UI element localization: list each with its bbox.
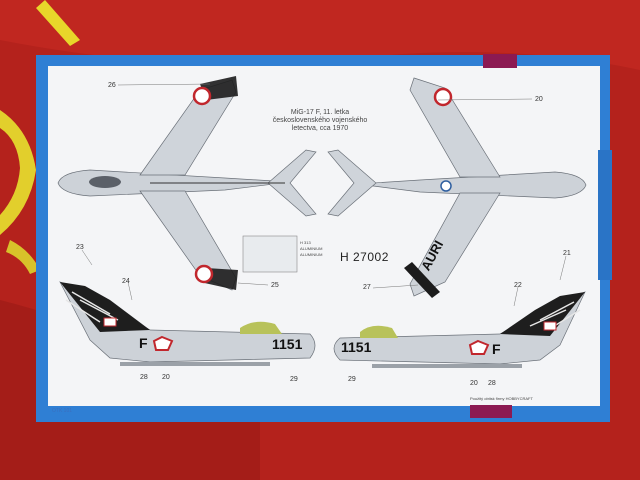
hammer-emblem <box>36 0 80 46</box>
sickle-emblem <box>0 110 36 235</box>
callout-leaders <box>81 83 567 307</box>
callout-number: 29 <box>348 376 356 383</box>
aircraft-left-side-view <box>59 281 316 366</box>
side-number-marking: 1151 <box>341 339 372 355</box>
callout-number: 21 <box>563 250 571 257</box>
caption-line-3: letectva, cca 1970 <box>291 125 349 132</box>
color-swatch-box <box>242 235 298 273</box>
aircraft-right-side-view <box>333 291 586 368</box>
callout-number: 28 <box>488 380 496 387</box>
callout-number: 22 <box>514 282 522 289</box>
callout-number: 27 <box>363 284 371 291</box>
callout-number: 20 <box>162 374 170 381</box>
callout-number: 28 <box>140 374 148 381</box>
legend-entry: ALUMINIUM <box>300 246 323 251</box>
code-letter-marking: F <box>492 341 501 357</box>
caption-line-1: MiG-17 F, 11. letka <box>290 109 350 116</box>
callout-number: 26 <box>108 82 116 89</box>
aircraft-bottom-view <box>327 77 587 298</box>
code-letter-marking: F <box>139 335 148 351</box>
roundel-marking <box>192 86 212 106</box>
callout-number: 29 <box>290 376 298 383</box>
callout-number: 20 <box>470 380 478 387</box>
aircraft-top-view <box>57 76 317 291</box>
callout-number: 24 <box>122 278 130 285</box>
product-code: H 27002 <box>340 250 389 264</box>
side-number-marking: 1151 <box>272 336 303 352</box>
callout-number: 23 <box>76 244 84 251</box>
flag-fold-highlight <box>0 0 640 70</box>
footer-code: OTK 101 <box>52 408 73 414</box>
legend-entry: ALUMINIUM <box>300 252 323 257</box>
box-side-flap <box>598 150 612 280</box>
callout-number: 25 <box>271 282 279 289</box>
caption-line-2: československého vojenského <box>272 117 368 124</box>
bottom-purple-tab <box>470 405 512 418</box>
footer-note: Použitý obtisk firmy HOBBYCRAFT <box>470 396 533 401</box>
top-purple-tab <box>483 54 517 68</box>
roundel-marking <box>194 264 214 284</box>
star-emblem <box>6 240 40 274</box>
decal-caption: MiG-17 F, 11. letka československého voj… <box>268 109 372 133</box>
roundel-marking <box>433 87 453 107</box>
callout-number: 20 <box>535 96 543 103</box>
legend-entry: H 313 <box>300 240 311 245</box>
color-legend: H 313 ALUMINIUM ALUMINIUM <box>300 240 322 258</box>
